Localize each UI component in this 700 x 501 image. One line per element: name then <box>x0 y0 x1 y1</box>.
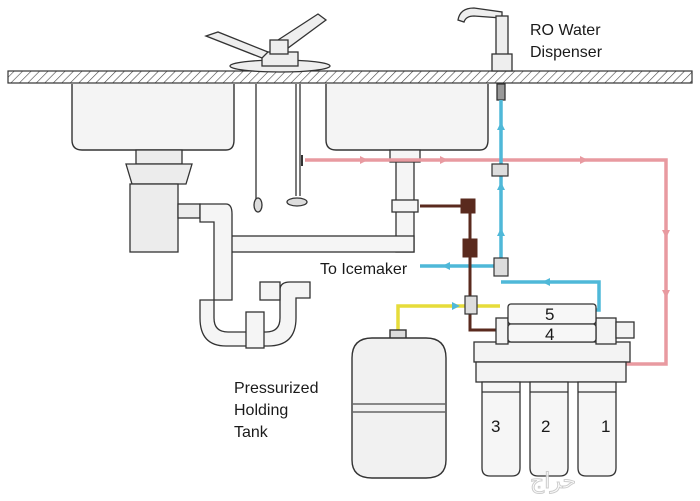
filter-manifold <box>473 317 635 383</box>
label-icemaker: To Icemaker <box>320 261 408 278</box>
label-tank-2: Holding <box>234 402 288 419</box>
garbage-disposal-icon <box>125 149 201 253</box>
label-ro-dispenser-1: RO Water <box>530 22 601 39</box>
faucet-icon <box>204 13 331 73</box>
ro-faucet-icon <box>457 7 513 101</box>
post-filters <box>507 303 597 343</box>
countertop <box>7 70 693 84</box>
watermark-logo: حراج <box>530 469 576 494</box>
filter-number-1: 1 <box>601 417 610 436</box>
sink-basin-left <box>71 84 235 151</box>
filter-number-4: 4 <box>545 325 554 344</box>
label-tank-1: Pressurized <box>234 380 318 397</box>
tank-line <box>396 302 500 330</box>
holding-tank <box>351 329 447 479</box>
filter-number-2: 2 <box>541 417 550 436</box>
filter-number-3: 3 <box>491 417 500 436</box>
filter-number-5: 5 <box>545 305 554 324</box>
p-trap-icon <box>199 281 311 349</box>
valve-junctions <box>464 163 509 315</box>
filter-canisters <box>481 381 617 477</box>
drain-line <box>420 198 500 332</box>
sprayer-hose <box>253 84 308 213</box>
label-ro-dispenser-2: Dispenser <box>530 44 603 61</box>
drain-pipe <box>199 149 421 301</box>
label-tank-3: Tank <box>234 424 269 441</box>
sink-basin-right <box>325 84 489 151</box>
feed-water-line <box>301 155 670 366</box>
